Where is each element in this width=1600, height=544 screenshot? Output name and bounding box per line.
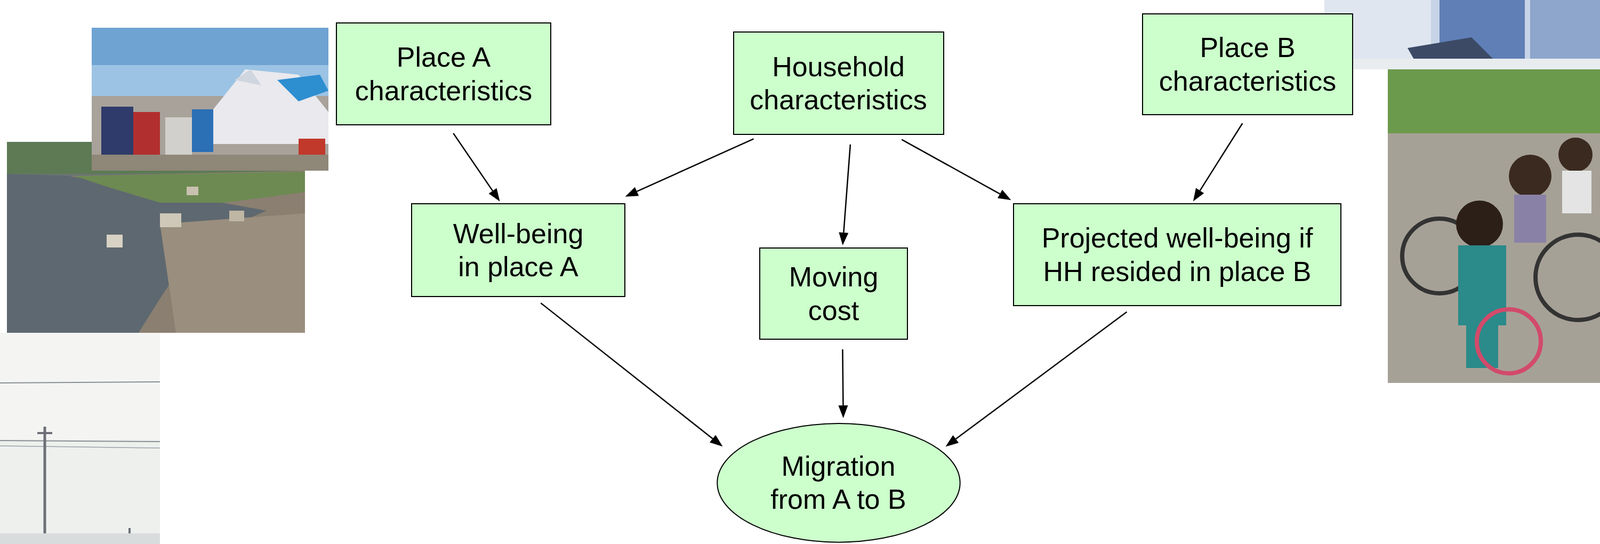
- connector-line: [540, 302, 713, 439]
- node-label: Well-being in place A: [448, 216, 588, 284]
- node-label: Migration from A to B: [764, 449, 914, 517]
- node-label: Household characteristics: [748, 50, 930, 117]
- connector-line: [1200, 123, 1243, 191]
- arrowhead: [838, 232, 849, 246]
- node-label: Projected well-being if HH resided in pl…: [1027, 221, 1327, 288]
- outcome-ellipse: Migration from A to B: [716, 422, 962, 543]
- connector-arrow: [945, 311, 1128, 447]
- process-box: Household characteristics: [733, 31, 945, 135]
- process-box: Place A characteristics: [335, 22, 552, 126]
- process-box: Well-being in place A: [411, 203, 626, 297]
- arrowhead: [997, 189, 1011, 200]
- node-label: Place B characteristics: [1156, 30, 1339, 98]
- node-label: Place A characteristics: [352, 40, 535, 108]
- connector-arrow: [540, 302, 723, 447]
- ellipse-outline: [716, 422, 962, 543]
- node-label: Moving cost: [780, 260, 888, 327]
- connector-line: [901, 139, 1000, 195]
- connector-line: [637, 138, 754, 192]
- connector-arrow: [453, 133, 500, 202]
- arrowhead: [838, 405, 848, 418]
- arrowhead: [625, 187, 640, 197]
- camp-photo: [91, 27, 329, 171]
- process-box: Moving cost: [759, 247, 908, 340]
- arrowhead: [1193, 188, 1204, 202]
- connector-arrow: [838, 144, 851, 246]
- connector-arrow: [1193, 123, 1243, 201]
- connector-line: [843, 144, 851, 233]
- connector-line: [955, 311, 1128, 439]
- connector-line: [842, 349, 843, 406]
- process-box: Projected well-being if HH resided in pl…: [1012, 203, 1342, 307]
- connector-arrow: [625, 138, 754, 197]
- process-box: Place B characteristics: [1142, 13, 1354, 116]
- building-photo: [1324, 0, 1600, 70]
- arrowhead: [709, 434, 723, 447]
- connector-arrow: [901, 139, 1011, 200]
- connector-line: [453, 133, 493, 191]
- power-line-photo: [0, 332, 160, 544]
- connector-arrow: [838, 349, 848, 418]
- arrowhead: [488, 188, 501, 202]
- children-photo: [1387, 69, 1600, 383]
- arrowhead: [945, 435, 960, 447]
